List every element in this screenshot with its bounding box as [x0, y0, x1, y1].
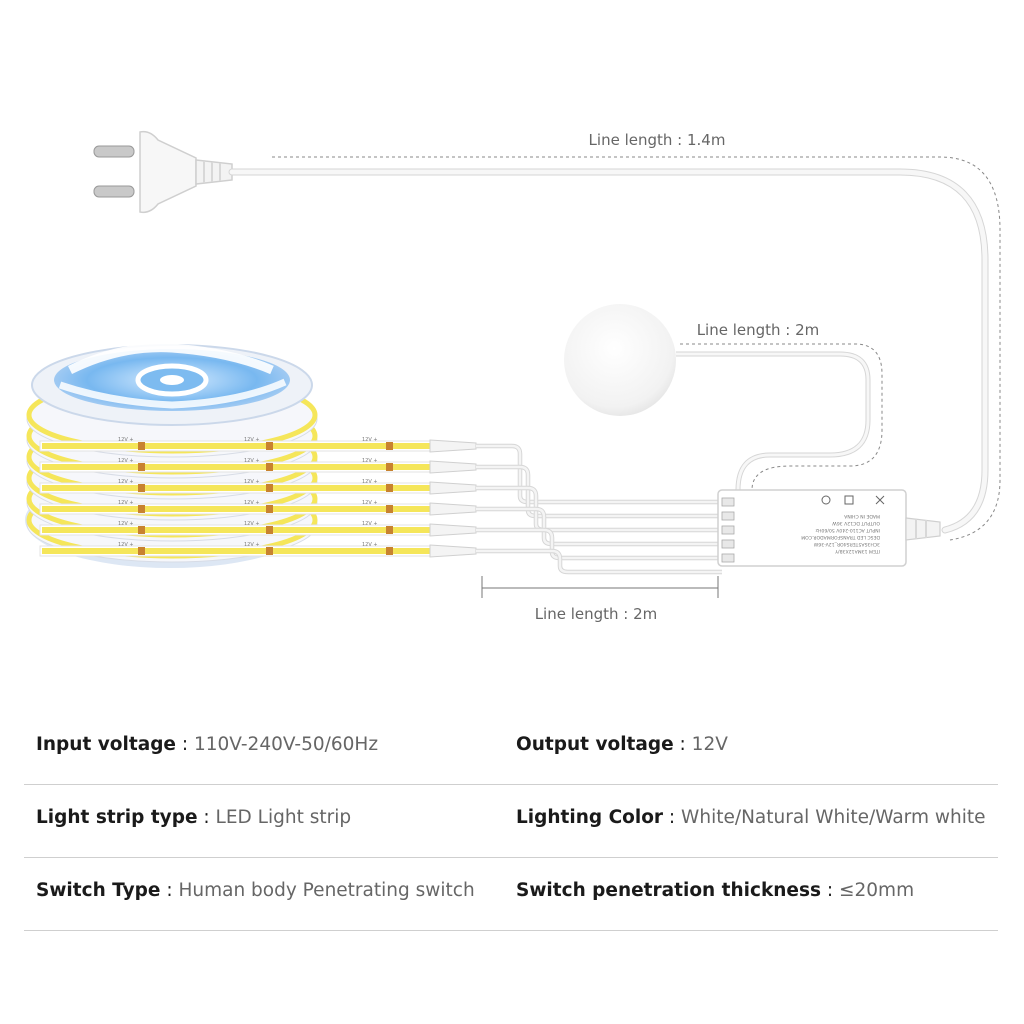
- strip-voltage-tag: 12V +: [362, 437, 378, 443]
- led-strips: 12V +12V +12V +12V +12V +12V +12V +12V +…: [39, 437, 722, 575]
- plug-pin-bottom: [93, 185, 135, 198]
- spec-separator: :: [821, 880, 840, 901]
- plug-pin-top: [93, 145, 135, 158]
- product-illustration: Line length : 1.4m Line length : 2m 12V …: [25, 130, 1001, 623]
- switch-cable-dimension: [680, 343, 883, 491]
- led-strip: 12V + 12V + 12V +: [39, 437, 722, 505]
- spec-penetration-thickness: Switch penetration thickness : ≤20mm: [516, 880, 914, 901]
- strip-cable: [476, 548, 722, 575]
- spec-row: Input voltage : 110V-240V-50/60Hz Output…: [24, 712, 998, 785]
- spec-separator: :: [673, 734, 692, 755]
- strip-voltage-tag: 12V +: [244, 500, 260, 506]
- strip-voltage-tag: 12V +: [118, 458, 134, 464]
- strip-voltage-tag: 12V +: [362, 542, 378, 548]
- strip-voltage-tag: 12V +: [244, 479, 260, 485]
- spec-separator: :: [663, 807, 682, 828]
- spec-switch-type: Switch Type : Human body Penetrating swi…: [36, 880, 475, 901]
- spec-key: Output voltage: [516, 734, 674, 755]
- spec-row: Switch Type : Human body Penetrating swi…: [24, 858, 998, 931]
- strip-voltage-tag: 12V +: [244, 542, 260, 548]
- spec-value: White/Natural White/Warm white: [681, 807, 986, 828]
- led-strip: 12V + 12V + 12V +: [39, 500, 722, 547]
- spec-output-voltage: Output voltage : 12V: [516, 734, 728, 755]
- controller-ports: [721, 497, 735, 563]
- controller-text-desc: DESC LED TRANSFORMADOR.COM: [801, 534, 880, 540]
- strip-voltage-tag: 12V +: [362, 479, 378, 485]
- switch-cable-length-label: Line length : 2m: [697, 321, 820, 339]
- controller-text-origin: MADE IN CHINA: [843, 513, 880, 519]
- strip-cable-length-label: Line length : 2m: [535, 605, 658, 623]
- spec-lighting-color: Lighting Color : White/Natural White/War…: [516, 807, 985, 828]
- sensor-switch-pad: [564, 304, 676, 416]
- led-strip-reel: [25, 343, 318, 568]
- spec-separator: :: [160, 880, 179, 901]
- strip-voltage-tag: 12V +: [118, 437, 134, 443]
- spec-value: 110V-240V-50/60Hz: [193, 734, 379, 755]
- led-strip: 12V + 12V + 12V +: [39, 458, 722, 519]
- strip-voltage-tag: 12V +: [362, 458, 378, 464]
- strip-voltage-tag: 12V +: [118, 542, 134, 548]
- spec-value: 12V: [691, 734, 728, 755]
- spec-value: LED Light strip: [215, 807, 352, 828]
- controller-text-output: OUTPUT DC12V 36W: [832, 520, 880, 526]
- strip-cable: [476, 443, 722, 505]
- spec-key: Switch Type: [36, 880, 161, 901]
- spec-value: Human body Penetrating switch: [178, 880, 475, 901]
- strip-cable-dimension: [481, 576, 719, 598]
- strip-voltage-tag: 12V +: [118, 479, 134, 485]
- strip-voltage-tag: 12V +: [362, 500, 378, 506]
- certification-icons: [821, 495, 885, 505]
- led-strip: 12V + 12V + 12V +: [39, 521, 722, 561]
- spec-key: Light strip type: [36, 807, 198, 828]
- strip-voltage-tag: 12V +: [362, 521, 378, 527]
- led-strip: 12V + 12V + 12V +: [39, 542, 722, 575]
- plug-cable-length-label: Line length : 1.4m: [589, 131, 726, 149]
- strip-voltage-tag: 12V +: [118, 500, 134, 506]
- spec-key: Input voltage: [36, 734, 176, 755]
- spec-key: Lighting Color: [516, 807, 664, 828]
- controller-text-model: 3CH3SA5TERS4OR_12V-36W: [813, 541, 880, 547]
- controller-box: ITEM 13MA12X3B/Y 3CH3SA5TERS4OR_12V-36W …: [717, 489, 941, 567]
- plug-cable-dimension: [272, 156, 1001, 541]
- switch-cable: [676, 351, 871, 491]
- spec-light-strip-type: Light strip type : LED Light strip: [36, 807, 351, 828]
- strip-voltage-tag: 12V +: [244, 521, 260, 527]
- spec-table: Input voltage : 110V-240V-50/60Hz Output…: [24, 712, 998, 931]
- strip-voltage-tag: 12V +: [244, 437, 260, 443]
- spec-separator: :: [175, 734, 194, 755]
- spec-key: Switch penetration thickness: [516, 880, 822, 901]
- spec-value: ≤20mm: [839, 880, 915, 901]
- spec-input-voltage: Input voltage : 110V-240V-50/60Hz: [36, 734, 378, 755]
- spec-row: Light strip type : LED Light strip Light…: [24, 785, 998, 858]
- strip-voltage-tag: 12V +: [244, 458, 260, 464]
- controller-text-item: ITEM 13MA12X3B/Y: [835, 548, 880, 554]
- strip-voltage-tag: 12V +: [118, 521, 134, 527]
- eu-plug: [93, 130, 233, 214]
- spec-separator: :: [197, 807, 216, 828]
- controller-text-input: INPUT AC110-240V 50/60Hz: [815, 527, 880, 533]
